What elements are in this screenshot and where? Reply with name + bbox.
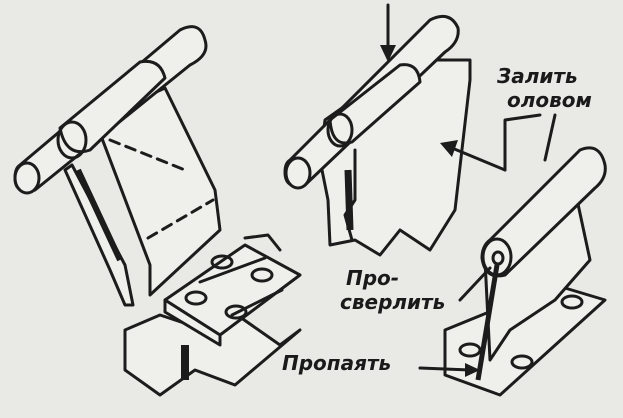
base-hole-3 xyxy=(560,294,584,310)
middle-knuckle-ring xyxy=(326,112,354,148)
base-hole-1 xyxy=(458,342,482,358)
middle-pin-end xyxy=(284,156,312,190)
plate-hole-3 xyxy=(184,290,208,306)
base-hole-2 xyxy=(510,354,534,370)
fill-arrow-shaft xyxy=(450,146,507,172)
drill-leader-line xyxy=(458,266,492,302)
left-knuckle-ring xyxy=(56,120,88,160)
fill-arrow-icon xyxy=(440,140,458,157)
left-pin-end xyxy=(13,161,41,195)
label-fill-tin-1: Залить xyxy=(497,64,578,88)
label-drill-2: сверлить xyxy=(340,290,446,314)
hole-plate-side xyxy=(163,298,222,347)
plate-divider-2 xyxy=(230,288,284,317)
right-bracket-figure xyxy=(418,113,607,397)
plate-hole-4 xyxy=(224,304,248,320)
tin-leader-line-2 xyxy=(543,113,557,162)
left-fold-line xyxy=(108,138,187,172)
fill-leader-line xyxy=(503,113,542,172)
solder-arrow-icon xyxy=(465,363,480,377)
left-hinge-figure xyxy=(13,25,222,307)
plate-hole-1 xyxy=(210,254,234,270)
middle-block-figure xyxy=(283,3,542,257)
left-leaf-shadow xyxy=(75,168,123,262)
right-pin-bore xyxy=(491,250,505,266)
left-fold-line-2 xyxy=(146,198,215,240)
left-leaf-strip xyxy=(63,163,135,307)
solder-leader-line xyxy=(418,366,472,372)
label-fill-tin-2: оловом xyxy=(507,88,592,112)
left-leaf-plate xyxy=(93,86,222,297)
bottom-base-figure xyxy=(123,233,302,397)
right-solder-strip xyxy=(475,264,500,381)
plate-hole-2 xyxy=(250,267,274,283)
plate-divider xyxy=(198,256,267,284)
left-knuckle xyxy=(58,59,167,154)
label-drill-1: Про- xyxy=(346,266,400,290)
down-arrow-icon xyxy=(380,45,396,62)
plate-corner xyxy=(243,233,282,252)
label-solder: Пропаять xyxy=(282,351,392,375)
middle-slot xyxy=(344,169,354,231)
